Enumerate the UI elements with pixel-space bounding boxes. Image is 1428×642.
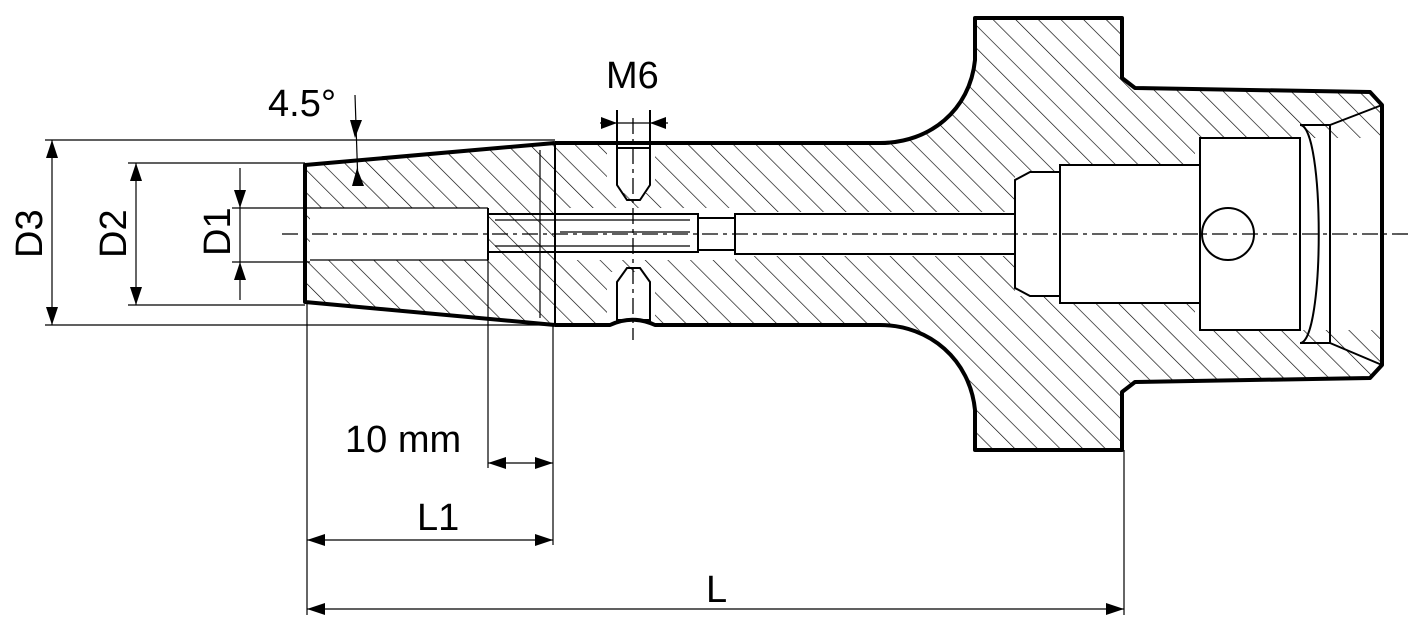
- dimension-lines: [45, 94, 1125, 615]
- set-screw-top: [616, 110, 651, 201]
- rear-bore: [1014, 104, 1383, 366]
- l-label: L: [706, 569, 727, 611]
- d2-label: D2: [93, 209, 135, 258]
- setback-label: 10 mm: [345, 419, 461, 461]
- thread-label: M6: [606, 55, 659, 97]
- d1-label: D1: [197, 207, 239, 256]
- set-screw-bottom: [616, 267, 651, 321]
- angle-label: 4.5°: [268, 83, 336, 125]
- d3-label: D3: [9, 209, 51, 258]
- collet-section: [303, 141, 556, 327]
- l1-label: L1: [417, 497, 459, 539]
- center-lines: [282, 118, 1412, 340]
